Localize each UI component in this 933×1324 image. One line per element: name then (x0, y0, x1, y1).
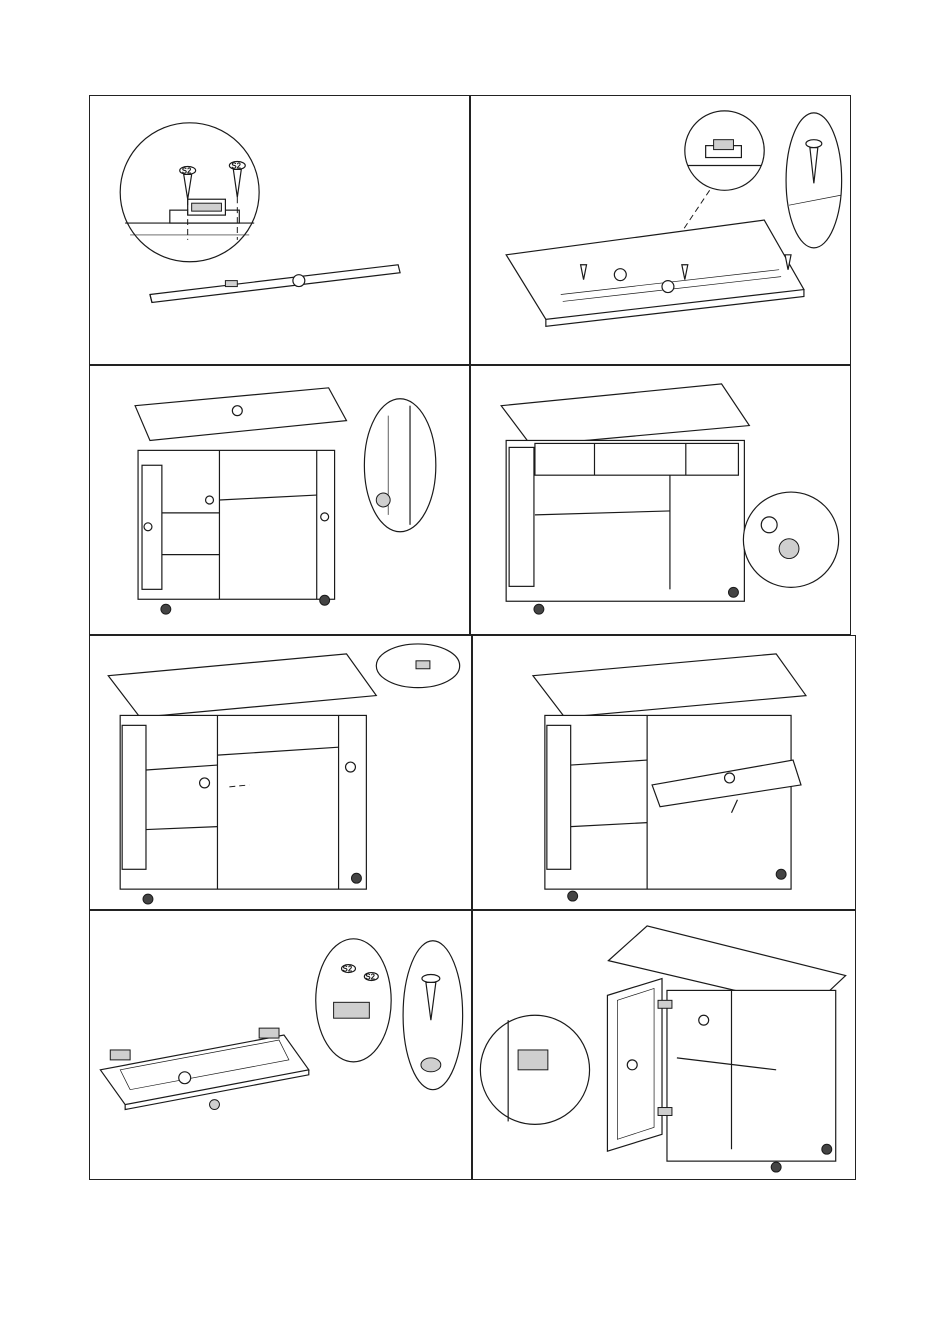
top-panel (135, 388, 346, 441)
step-panel-6 (472, 635, 856, 910)
screw-label-s2-left: S2 (343, 965, 353, 974)
detail-magnifier-circle (480, 1015, 589, 1124)
cabinet-shelf-diagram (473, 636, 855, 909)
cabinet-cam-lock-diagram (90, 366, 469, 634)
door-panel (100, 1035, 308, 1109)
top-panel (108, 654, 376, 718)
cam-lock-icon (376, 493, 390, 507)
cabinet-body (667, 990, 836, 1161)
rail-catch-diagram: S2 S2 (90, 96, 469, 364)
door-hinge-diagram: S2 S2 (90, 911, 471, 1179)
step-panel-1: S2 S2 (89, 95, 470, 365)
top-panel (533, 654, 806, 718)
top-panel (501, 384, 749, 446)
cabinet-body (506, 440, 744, 601)
step-panel-3 (89, 365, 470, 635)
cabinet-door-diagram (473, 911, 855, 1179)
top-panel-diagram (471, 96, 850, 364)
top-panel (506, 220, 804, 326)
dowel-icon (416, 661, 430, 669)
step-panel-4 (470, 365, 851, 635)
cabinet-body (120, 715, 366, 889)
detail-magnifier-circle (743, 492, 838, 587)
step-panel-5 (89, 635, 472, 910)
door-panel (607, 978, 662, 1151)
detail-magnifier-circle (685, 111, 764, 190)
knob-icon (421, 1058, 441, 1072)
cabinet-body (138, 450, 335, 599)
cabinet-drawer-diagram (471, 366, 850, 634)
step-panel-2 (470, 95, 851, 365)
detail-magnifier-ellipse: S2 S2 (316, 939, 391, 1062)
detail-magnifier-ellipse (786, 113, 842, 248)
cabinet-dowel-diagram (90, 636, 471, 909)
rail-board (150, 265, 400, 303)
detail-magnifier-ellipse (376, 644, 459, 688)
screw-label-s2-right: S2 (365, 972, 375, 981)
step-panel-7: S2 S2 (89, 910, 472, 1180)
detail-magnifier-ellipse (403, 941, 463, 1090)
detail-magnifier-ellipse (364, 399, 435, 532)
knob-icon (210, 1100, 220, 1110)
step-panel-8 (472, 910, 856, 1180)
